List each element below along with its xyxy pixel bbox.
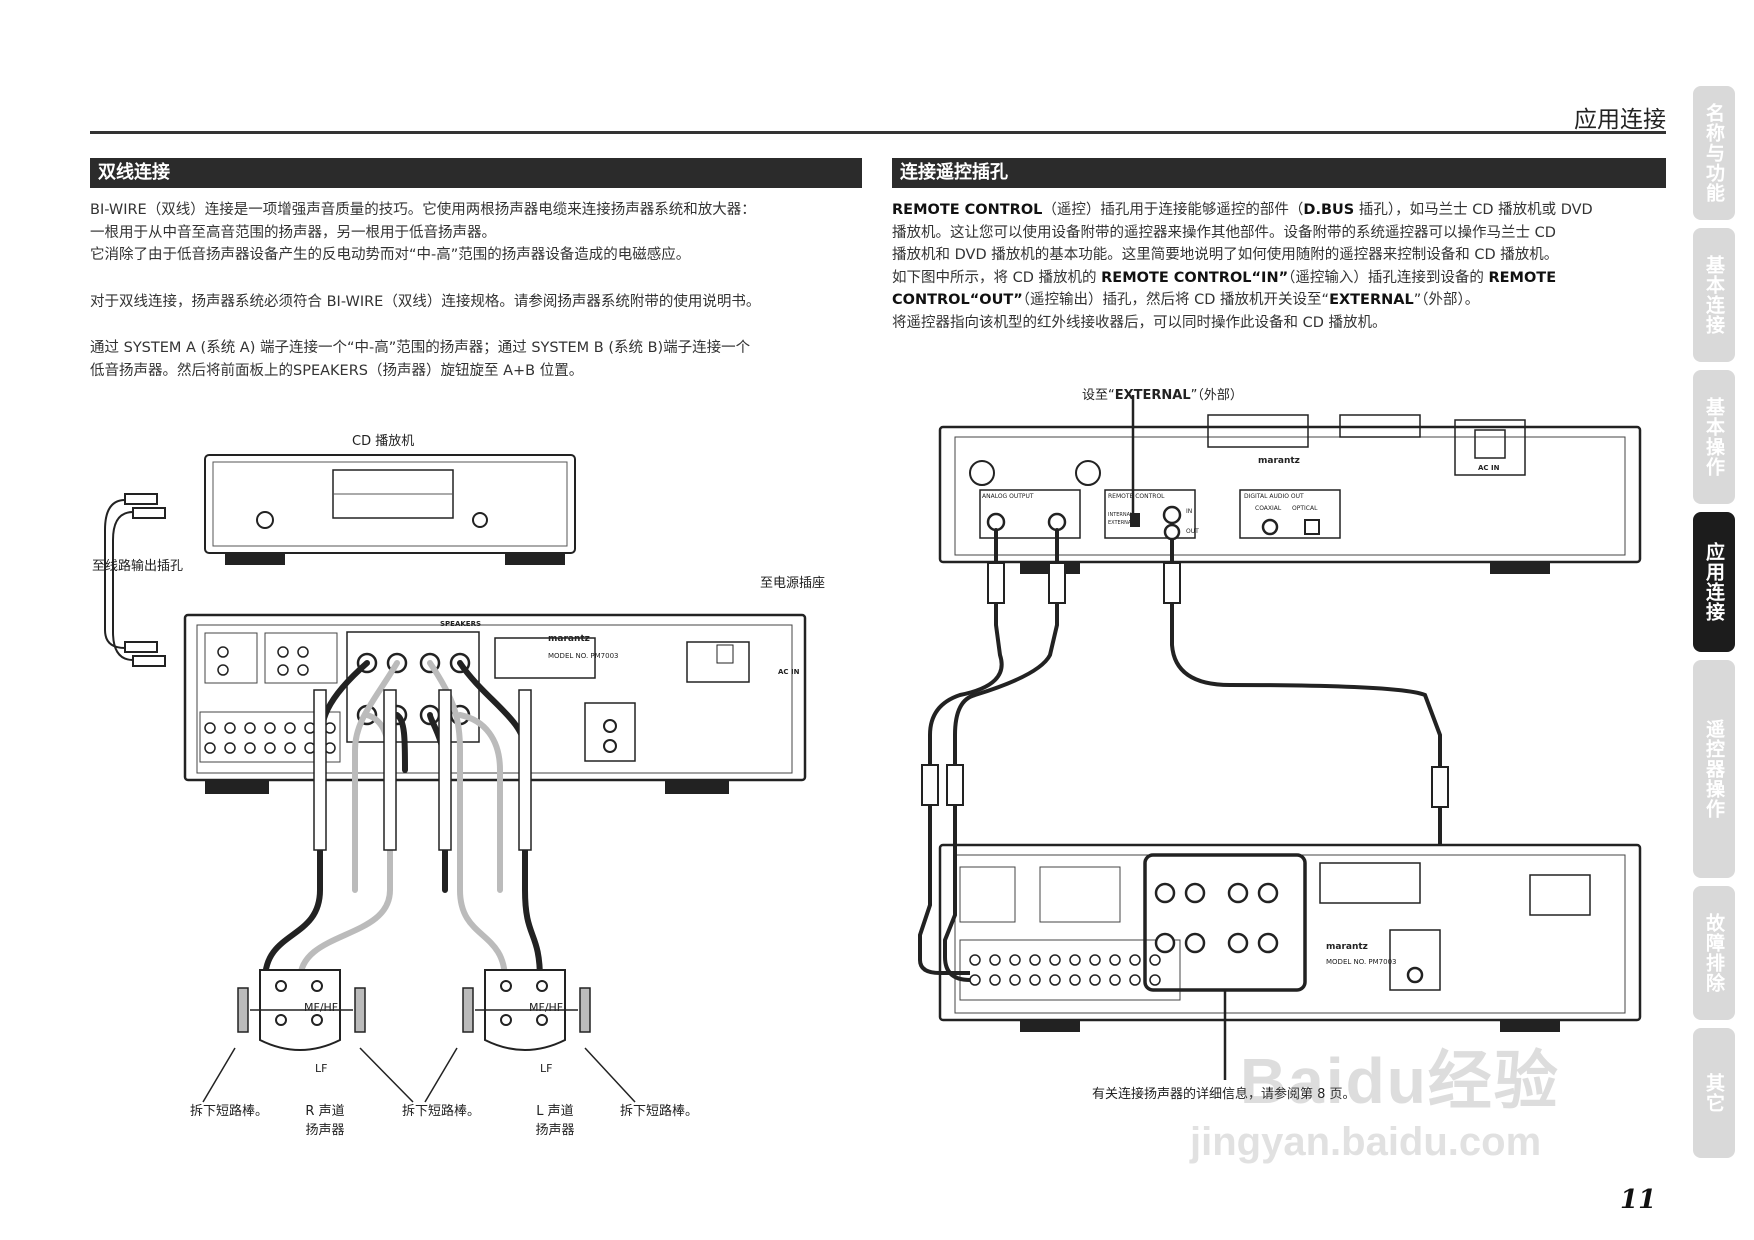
l-mfhf-label: MF/HF	[529, 1001, 564, 1014]
tab-basic-operation[interactable]: 基本操作	[1693, 370, 1735, 504]
amp-model-label-right: MODEL NO. PM7003	[1326, 958, 1397, 966]
page-number: 11	[1620, 1185, 1657, 1215]
remote-control-label: REMOTE CONTROL	[1108, 493, 1165, 500]
line-out-label: 至线路输出插孔	[92, 559, 184, 574]
coaxial-label: COAXIAL	[1255, 505, 1282, 512]
tab-application-connection[interactable]: 应用连接	[1693, 512, 1735, 652]
remove-bar-label-1: 拆下短路棒。	[190, 1104, 269, 1119]
l-lf-label: LF	[540, 1062, 553, 1075]
cd-player-front	[204, 454, 576, 565]
shorting-bars	[237, 987, 591, 1033]
page-title: 应用连接	[1574, 107, 1666, 133]
remote-in-label: IN	[1186, 508, 1193, 515]
bi-wire-diagram	[104, 454, 807, 1103]
r-speaker-label: R 声道 扬声器	[305, 1104, 345, 1138]
cd-brand-label: marantz	[1258, 456, 1300, 466]
section-title-remote: 连接遥控插孔	[892, 158, 1666, 188]
bi-wire-paragraph-3: 通过 SYSTEM A (系统 A) 端子连接一个“中-高”范围的扬声器；通过 …	[90, 340, 751, 379]
tab-troubleshooting[interactable]: 故障排除	[1693, 886, 1735, 1020]
tab-others[interactable]: 其它	[1693, 1028, 1735, 1158]
amp-ac-in-label: AC IN	[778, 668, 800, 676]
remote-paragraph: REMOTE CONTROL（遥控）插孔用于连接能够遥控的部件（D.BUS 插孔…	[892, 202, 1593, 331]
bi-wire-paragraph-2: 对于双线连接，扬声器系统必须符合 BI-WIRE（双线）连接规格。请参阅扬声器系…	[90, 294, 761, 310]
cd-ac-in-label: AC IN	[1478, 464, 1500, 472]
bi-wire-paragraph-1: BI-WIRE（双线）连接是一项增强声音质量的技巧。它使用两根扬声器电缆来连接扬…	[90, 202, 756, 263]
baidu-watermark-url: jingyan.baidu.com	[1190, 1120, 1542, 1164]
speaker-note-label: 有关连接扬声器的详细信息，请参阅第 8 页。	[1092, 1087, 1356, 1102]
analog-output-label: ANALOG OUTPUT	[982, 493, 1034, 500]
external-label: EXTERNAL	[1108, 520, 1135, 526]
remote-connection-diagram	[918, 395, 1642, 1080]
amp-brand-label: marantz	[548, 634, 590, 644]
amp-brand-label-right: marantz	[1326, 942, 1368, 952]
amp-speakers-label: SPEAKERS	[440, 620, 482, 628]
set-external-label: 设至“EXTERNAL”（外部）	[1082, 388, 1243, 403]
tab-basic-connection[interactable]: 基本连接	[1693, 228, 1735, 362]
rca-plugs-top	[104, 493, 166, 667]
amp-model-label: MODEL NO. PM7003	[548, 652, 619, 660]
rca-cables	[928, 528, 1442, 897]
power-outlet-label: 至电源插座	[760, 576, 826, 591]
section-title-bi-wire: 双线连接	[90, 158, 862, 188]
r-lf-label: LF	[315, 1062, 328, 1075]
header-divider	[90, 131, 1666, 134]
amplifier-rear-panel-right	[938, 843, 1642, 1032]
optical-label: OPTICAL	[1292, 505, 1318, 512]
remove-bar-label-2: 拆下短路棒。	[402, 1104, 481, 1119]
tab-remote-operation[interactable]: 遥控器操作	[1693, 660, 1735, 878]
speaker-cables	[262, 660, 543, 983]
baidu-watermark: Baidu经验	[1240, 1045, 1560, 1117]
l-speaker-label: L 声道 扬声器	[535, 1104, 575, 1138]
tab-names-functions[interactable]: 名称与功能	[1693, 86, 1735, 220]
remote-out-label: OUT	[1186, 528, 1199, 535]
r-mfhf-label: MF/HF	[304, 1001, 339, 1014]
remove-bar-label-3: 拆下短路棒。	[620, 1104, 699, 1119]
cd-player-label: CD 播放机	[352, 434, 415, 449]
internal-label: INTERNAL	[1108, 512, 1133, 518]
digital-audio-out-label: DIGITAL AUDIO OUT	[1244, 493, 1304, 500]
